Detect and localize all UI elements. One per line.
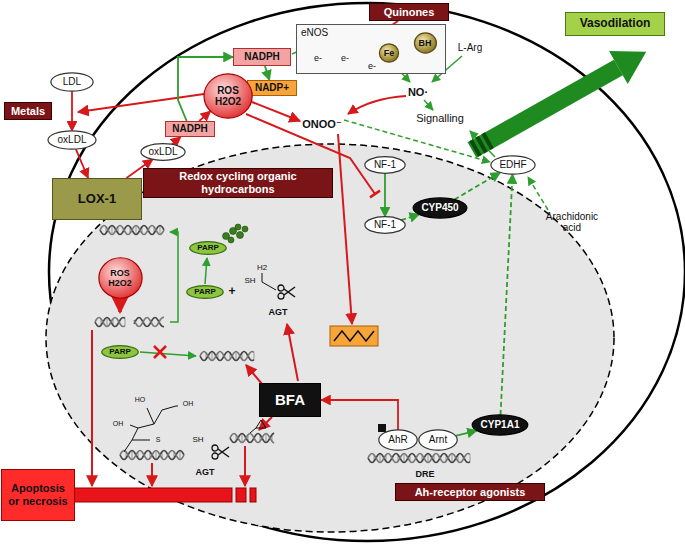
enzyme-ellipse: CYP450 [412, 197, 468, 219]
annotation-label: Arachidonic acid [539, 211, 605, 234]
outcome-box: Vasodilation [565, 12, 665, 36]
cofactor-circle: Fe [379, 43, 399, 63]
node-text: LOX-1 [78, 192, 116, 207]
node-text: NADP+ [255, 82, 289, 94]
node-text: AhR [388, 434, 407, 446]
annotation-label: ONOO⁻ [302, 118, 341, 131]
node-text: Ah-receptor agonists [415, 486, 526, 499]
node-text: Quinones [384, 6, 435, 19]
node-text: Redox cycling organic hydrocarbons [148, 170, 328, 195]
node-text: BH [418, 38, 431, 48]
node-text: eNOS [301, 27, 328, 39]
node-text: PARP [194, 287, 216, 296]
molecule-ellipse: AhR [378, 429, 418, 451]
node-text: Fe [384, 48, 395, 58]
annotation-label: OH [113, 420, 124, 428]
receptor-box: LOX-1 [52, 178, 142, 220]
molecule-ellipse: NF-1 [364, 216, 406, 234]
arrow-connector [321, 400, 398, 430]
annotation-label: e- [341, 53, 349, 63]
node-text: Metals [11, 105, 45, 118]
node-text: CYP450 [421, 202, 458, 214]
annotation-label: H2 [257, 263, 267, 272]
arrow-connector [454, 173, 500, 200]
molecule-ellipse: LDL [50, 72, 94, 92]
arrow-connector [199, 111, 210, 121]
cofactor-box: NADPH [165, 121, 215, 137]
stressor-box: Ah-receptor agonists [395, 483, 545, 501]
node-text: PARP [109, 347, 131, 356]
node-text: PARP [197, 243, 219, 252]
arrow-connector [172, 137, 181, 144]
parp-ellipse: PARP [189, 241, 227, 255]
node-text: Apoptosis or necrosis [6, 482, 70, 507]
annotation-label: e- [314, 53, 322, 63]
arrow-connector [265, 66, 270, 80]
annotation-label: DRE [415, 469, 434, 479]
molecule-ellipse: oxLDL [140, 143, 186, 161]
annotation-label: AGT [196, 467, 215, 477]
stressor-box: Quinones [369, 3, 449, 21]
node-text: ROS H2O2 [105, 268, 135, 289]
node-text: NF-1 [374, 219, 396, 231]
parp-ellipse: PARP [186, 285, 224, 299]
molecule-ellipse: NF-1 [364, 156, 406, 174]
cofactor-box: NADP+ [247, 80, 297, 96]
metabolite-box: BFA [259, 383, 321, 417]
molecule-ellipse: Arnt [418, 429, 458, 451]
ros-circle: ROS H2O2 [203, 72, 253, 120]
node-text: NADPH [244, 51, 280, 63]
node-text: LDL [63, 76, 81, 88]
annotation-label: NO· [408, 86, 428, 99]
arrow-connector [76, 149, 88, 178]
arrow-connector [455, 431, 476, 436]
molecule-ellipse: oxLDL [47, 130, 97, 150]
stressor-box: Redox cycling organic hydrocarbons [143, 168, 333, 198]
annotation-label: AGT [269, 307, 288, 317]
node-text: oxLDL [58, 134, 87, 146]
arrow-connector [401, 214, 419, 220]
annotation-label: OH [183, 400, 194, 408]
arrow-connector [384, 173, 386, 216]
annotation-label: SH [192, 435, 203, 444]
annotation-label: HO [135, 396, 146, 404]
molecule-ellipse: EDHF [490, 155, 536, 175]
ros-circle: ROS H2O2 [98, 256, 143, 300]
nucleus [46, 144, 614, 532]
cofactor-box: NADPH [233, 48, 291, 66]
annotation-label: e- [368, 61, 376, 71]
node-text: BFA [275, 391, 305, 408]
annotation-label: SH [244, 276, 255, 285]
dna-helix [95, 225, 470, 463]
annotation-label: O [259, 408, 264, 416]
parp-ellipse: PARP [101, 345, 139, 359]
node-text: CYP1A1 [481, 419, 520, 431]
annotation-label: L-Arg [458, 42, 482, 54]
node-text: EDHF [499, 159, 526, 171]
annotation-label: Signalling [416, 112, 464, 125]
node-text: Arnt [429, 434, 447, 446]
arrow-connector [501, 174, 513, 415]
vasodilation-arrow [463, 35, 656, 166]
node-text: NF-1 [374, 159, 396, 171]
node-text: oxLDL [149, 146, 178, 158]
node-text: ROS H2O2 [211, 85, 245, 108]
outcome-box: Apoptosis or necrosis [1, 469, 75, 521]
annotation-label: + [228, 285, 235, 299]
node-text: Vasodilation [580, 17, 651, 31]
node-text: NADPH [172, 123, 208, 135]
enzyme-ellipse: CYP1A1 [471, 414, 529, 436]
stressor-box: Metals [4, 102, 52, 120]
annotation-label: S [156, 436, 161, 444]
cofactor-circle: BH [414, 32, 437, 54]
arrow-connector [71, 91, 73, 131]
